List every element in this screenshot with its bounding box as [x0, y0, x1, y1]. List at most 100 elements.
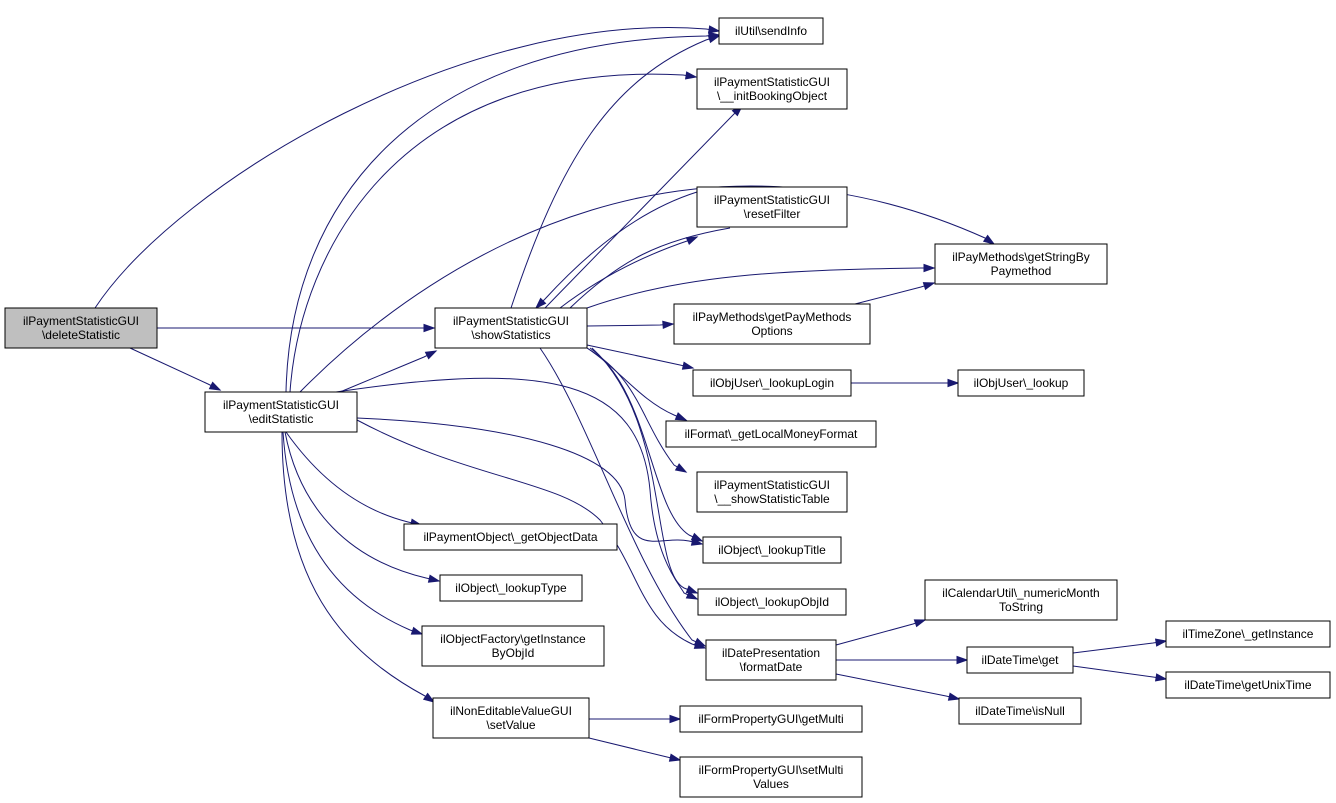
node-label: ilPayMethods\getPayMethods: [693, 310, 852, 324]
edge-line: [589, 347, 703, 542]
edge-line: [285, 431, 422, 526]
node-edit-statistic[interactable]: ilPaymentStatisticGUI\editStatistic: [204, 391, 358, 433]
node-box: [957, 369, 1085, 397]
arrowhead-icon: [923, 263, 936, 273]
node-box: [204, 391, 358, 433]
node-box: [718, 17, 824, 45]
edge-line: [299, 185, 995, 393]
node-lookup-title[interactable]: ilObject\_lookupTitle: [702, 536, 842, 564]
arrowhead-icon: [422, 692, 436, 703]
node-label: ilNonEditableValueGUI: [450, 704, 572, 718]
node-label: ilObject\_lookupObjId: [715, 595, 829, 609]
arrowhead-icon: [922, 282, 936, 291]
edge-show-statistics: [586, 344, 695, 370]
edge-set-value: [588, 737, 682, 762]
node-label: ilPaymentStatisticGUI: [23, 314, 139, 328]
edge-get-pay-methods-options: [854, 282, 936, 305]
node-lookup-type[interactable]: ilObject\_lookupType: [439, 574, 583, 602]
node-get-multi[interactable]: ilFormPropertyGUI\getMulti: [679, 705, 863, 733]
edge-line: [281, 431, 435, 703]
node-label: ilPaymentObject\_getObjectData: [423, 530, 597, 544]
arrowhead-icon: [1154, 673, 1168, 682]
node-box: [705, 639, 837, 681]
edge-line: [356, 419, 706, 649]
node-label: ilFormPropertyGUI\setMulti: [699, 763, 844, 777]
edge-edit-statistic: [335, 377, 699, 600]
node-get-object-data[interactable]: ilPaymentObject\_getObjectData: [403, 523, 618, 551]
edge-edit-statistic: [289, 71, 698, 393]
edge-show-statistics: [586, 320, 675, 329]
arrowhead-icon: [427, 574, 441, 583]
node-lookup-obj-id[interactable]: ilObject\_lookupObjId: [697, 588, 847, 616]
node-delete-statistic[interactable]: ilPaymentStatisticGUI\deleteStatistic: [4, 307, 158, 349]
node-label: ByObjId: [492, 646, 535, 660]
edge-line: [282, 431, 423, 635]
node-box: [421, 625, 605, 667]
node-label: Values: [753, 777, 789, 791]
node-is-null[interactable]: ilDateTime\isNull: [958, 697, 1082, 725]
node-label: \resetFilter: [744, 207, 801, 221]
node-box: [4, 307, 158, 349]
edge-date-time-get: [1072, 665, 1168, 682]
edge-delete-statistic: [129, 347, 222, 391]
node-obj-user-lookup[interactable]: ilObjUser\_lookup: [957, 369, 1085, 397]
edge-show-statistics: [586, 347, 688, 473]
node-box: [692, 369, 852, 397]
node-box: [432, 697, 590, 739]
edge-line: [284, 431, 440, 582]
node-label: ilPaymentStatisticGUI: [223, 398, 339, 412]
node-get-unix-time[interactable]: ilDateTime\getUnixTime: [1165, 671, 1331, 699]
arrowhead-icon: [947, 692, 961, 701]
node-label: ilFormat\_getLocalMoneyFormat: [685, 427, 858, 441]
node-box: [697, 588, 847, 616]
arrowhead-icon: [707, 35, 721, 44]
arrowhead-icon: [693, 637, 707, 647]
node-send-info[interactable]: ilUtil\sendInfo: [718, 17, 824, 45]
node-show-statistic-table[interactable]: ilPaymentStatisticGUI\__showStatisticTab…: [696, 471, 848, 513]
edge-show-statistics: [591, 347, 699, 594]
node-label: ilCalendarUtil\_numericMonth: [942, 586, 1099, 600]
node-init-booking-object[interactable]: ilPaymentStatisticGUI\__initBookingObjec…: [696, 68, 848, 110]
node-label: ilDateTime\isNull: [975, 704, 1065, 718]
node-format-date[interactable]: ilDatePresentation\formatDate: [705, 639, 837, 681]
node-lookup-login[interactable]: ilObjUser\_lookupLogin: [692, 369, 852, 397]
edge-line: [94, 27, 720, 309]
node-date-time-get[interactable]: ilDateTime\get: [966, 646, 1074, 674]
node-label: ToString: [999, 600, 1043, 614]
edges: [94, 25, 1168, 762]
node-box: [403, 523, 618, 551]
node-label: ilUtil\sendInfo: [735, 24, 807, 38]
arrowhead-icon: [669, 714, 682, 724]
edge-line: [1072, 640, 1167, 654]
arrowhead-icon: [685, 236, 699, 246]
node-set-value[interactable]: ilNonEditableValueGUI\setValue: [432, 697, 590, 739]
node-reset-filter[interactable]: ilPaymentStatisticGUI\resetFilter: [696, 186, 848, 228]
edge-line: [569, 227, 731, 309]
edge-edit-statistic: [284, 431, 441, 583]
arrowhead-icon: [208, 381, 222, 391]
node-box: [434, 307, 588, 349]
arrowhead-icon: [982, 234, 996, 245]
node-get-local-money-format[interactable]: ilFormat\_getLocalMoneyFormat: [665, 420, 877, 448]
node-time-zone-get-instance[interactable]: ilTimeZone\_getInstance: [1165, 620, 1331, 648]
edge-line: [835, 619, 926, 646]
edge-line: [586, 347, 687, 421]
node-label: ilPaymentStatisticGUI: [714, 75, 830, 89]
edge-delete-statistic: [157, 323, 436, 333]
edge-reset-filter: [534, 191, 698, 310]
node-show-statistics[interactable]: ilPaymentStatisticGUI\showStatistics: [434, 307, 588, 349]
arrowhead-icon: [956, 655, 969, 665]
node-box: [934, 243, 1108, 285]
node-label: ilDateTime\getUnixTime: [1184, 678, 1311, 692]
node-label: \showStatistics: [471, 328, 550, 342]
node-label: \formatDate: [740, 660, 803, 674]
arrowhead-icon: [1154, 638, 1168, 647]
node-label: ilObject\_lookupTitle: [718, 543, 826, 557]
edge-line: [1072, 665, 1167, 680]
edge-show-statistics: [586, 263, 936, 309]
